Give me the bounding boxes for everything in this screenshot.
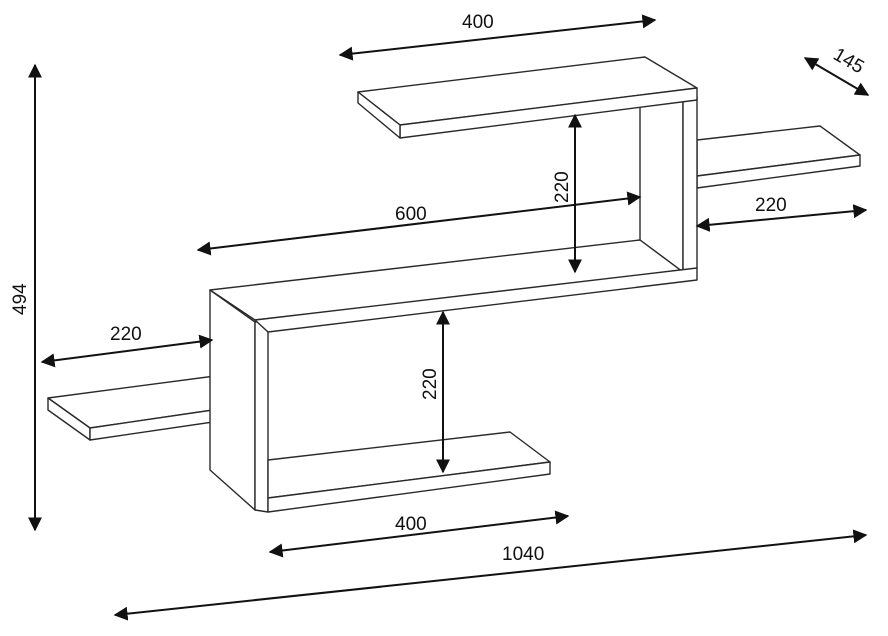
middle-board-front xyxy=(254,267,698,333)
dim-bottom-board-width: 400 xyxy=(395,514,427,535)
dim-total-height: 494 xyxy=(10,283,31,315)
top-board-side xyxy=(357,91,401,139)
dim-total-width: 1040 xyxy=(502,544,544,565)
dim-depth: 145 xyxy=(830,44,868,78)
dim-right-shelf-width: 220 xyxy=(755,195,787,216)
lower-left-panel-front xyxy=(254,319,269,513)
shelf-unit xyxy=(47,56,861,513)
dim-upper-gap-height: 220 xyxy=(552,171,573,203)
dim-top-shelf-width: 400 xyxy=(462,12,494,33)
upper-right-panel-front xyxy=(682,96,698,273)
dim-lower-gap-height: 220 xyxy=(420,368,441,400)
dim-left-shelf-width: 220 xyxy=(110,324,142,345)
lower-left-panel-side xyxy=(209,289,256,511)
dim-middle-board-width: 600 xyxy=(395,204,427,225)
bottom-board-front xyxy=(267,461,551,513)
dimension-lines xyxy=(28,14,870,621)
